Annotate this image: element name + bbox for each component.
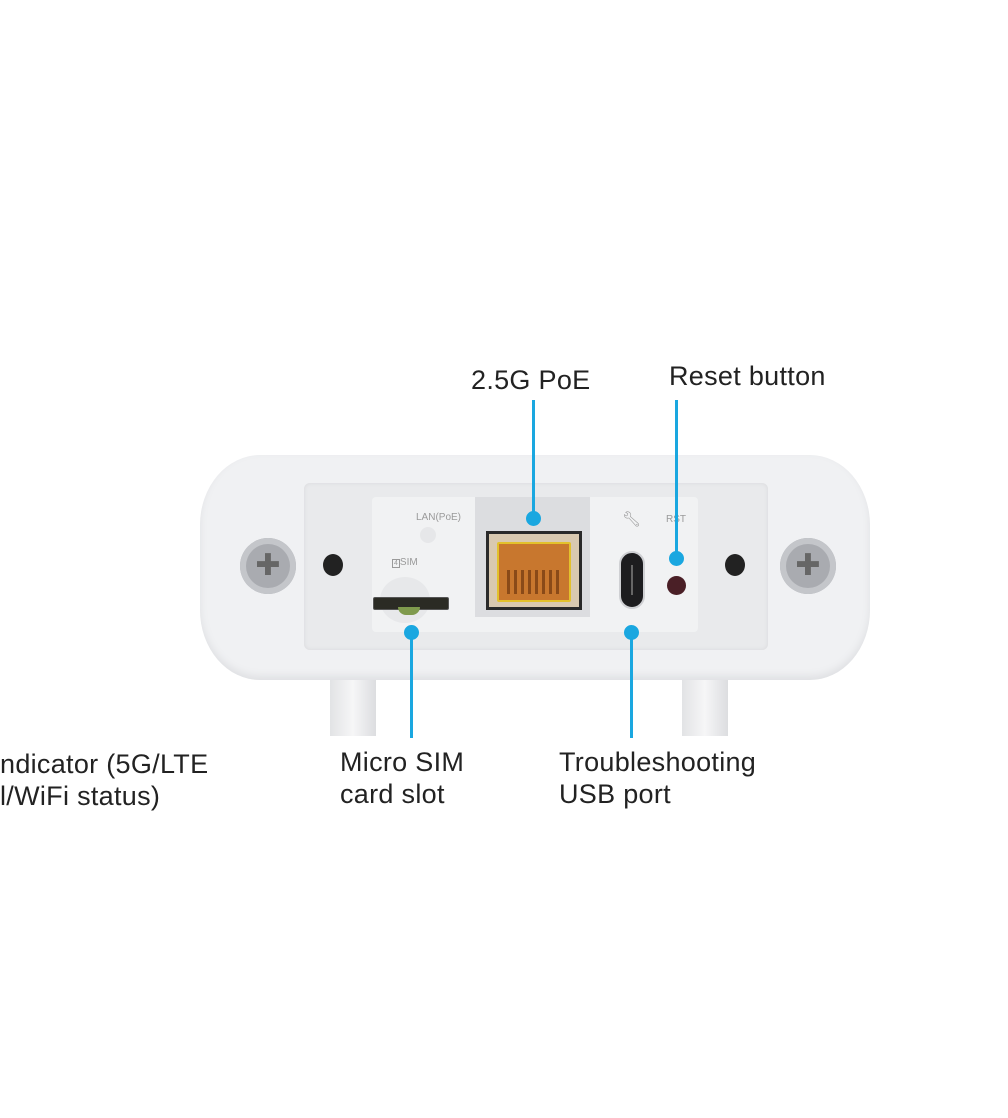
indicator-callout-label: ndicator (5G/LTE l/WiFi status) — [0, 748, 208, 812]
reset-callout-dot — [669, 551, 684, 566]
reset-callout-label: Reset button — [669, 361, 826, 391]
poe-callout-label: 2.5G PoE — [471, 365, 591, 395]
usb-callout-dot — [624, 625, 639, 640]
reset-callout-line — [675, 400, 678, 558]
lan-poe-label: LAN(PoE) — [416, 512, 462, 523]
antenna-leg-right — [682, 670, 728, 736]
sim-callout-line — [410, 632, 413, 738]
usb-callout-line — [630, 632, 633, 738]
screw-right: ✚ — [780, 538, 836, 594]
sim-card-icon: 4 — [392, 559, 400, 568]
sim-card — [398, 607, 420, 615]
poe-callout-dot — [526, 511, 541, 526]
usb-line-1: Troubleshooting — [559, 747, 757, 777]
wrench-icon: 🔧︎ — [622, 511, 642, 528]
rj45-pins — [507, 570, 561, 594]
sim-line-1: Micro SIM — [340, 747, 465, 777]
indicator-line-1: ndicator (5G/LTE — [0, 749, 209, 779]
sim-callout-dot — [404, 625, 419, 640]
rj45-port[interactable] — [486, 531, 582, 610]
poe-callout-line — [532, 400, 535, 518]
reset-button[interactable] — [667, 576, 686, 595]
indicator-line-2: l/WiFi status) — [0, 781, 161, 811]
hole-left — [323, 554, 343, 576]
hole-right — [725, 554, 745, 576]
usb-callout-label: Troubleshooting USB port — [559, 746, 756, 810]
usb-c-tongue — [631, 565, 633, 595]
sim-line-2: card slot — [340, 779, 445, 809]
sim-callout-label: Micro SIM card slot — [340, 746, 464, 810]
led-indicator — [420, 527, 436, 543]
antenna-leg-left — [330, 670, 376, 736]
usb-line-2: USB port — [559, 779, 671, 809]
usb-c-port[interactable] — [619, 551, 645, 609]
screw-left: ✚ — [240, 538, 296, 594]
